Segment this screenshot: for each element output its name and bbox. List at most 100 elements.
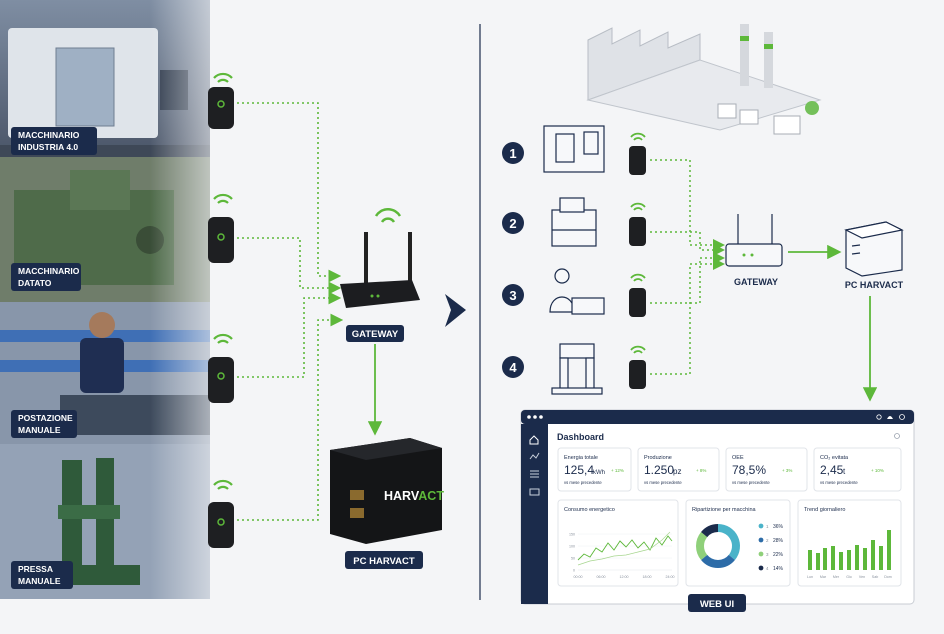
energy-ytick: 100 <box>569 545 575 549</box>
wifi-icon <box>630 273 646 282</box>
donut-legend-num: 3 <box>766 552 769 557</box>
kpi-card-produzione: Produzione 1.250 pz + 8% vs mese precede… <box>637 447 720 492</box>
trend-bar <box>823 548 827 570</box>
wifi-icon <box>213 333 233 344</box>
right-connectors <box>650 159 725 375</box>
settings-gear-icon[interactable] <box>894 433 900 439</box>
trend-day-label: Dom <box>884 575 892 579</box>
label-industria-4-line2: INDUSTRIA 4.0 <box>18 142 78 152</box>
kpi-energia-delta: + 12% <box>611 468 624 473</box>
label-postazione-manuale: POSTAZIONE MANUALE <box>11 410 77 438</box>
right-sensor-3 <box>629 273 646 317</box>
kpi-produzione-note: vs mese precedente <box>644 480 682 485</box>
energy-line-primary <box>577 535 673 561</box>
step-badges: 1 2 3 4 <box>502 142 524 378</box>
donut-slice <box>696 531 708 561</box>
kpi-co2-value: 2,45 <box>820 463 844 477</box>
machine-lineart-4 <box>551 343 603 395</box>
label-industria-4-line1: MACCHINARIO <box>18 130 80 140</box>
machine-lineart-2 <box>551 197 597 247</box>
wifi-icon <box>374 207 402 223</box>
donut-slice <box>717 524 740 561</box>
label-pressa-manuale: PRESSA MANUALE <box>11 561 73 589</box>
kpi-card-oee: OEE 78,5% + 3% vs mese precedente <box>725 447 808 492</box>
wifi-icon <box>630 132 646 141</box>
kpi-produzione-unit: pz <box>673 467 681 476</box>
home-icon[interactable] <box>529 435 539 445</box>
energy-xtick: 24:00 <box>666 575 675 579</box>
trend-bar <box>847 550 851 570</box>
kpi-produzione-delta: + 8% <box>696 468 706 473</box>
machine-lineart-3 <box>549 268 605 315</box>
kpi-card-energia: Energia totale 125,4 kWh + 12% vs mese p… <box>557 447 632 492</box>
wifi-icon <box>630 202 646 211</box>
energy-ytick: 150 <box>569 533 575 537</box>
right-pc-label: PC HARVACT <box>845 280 904 290</box>
donut-legend-pct: 36% <box>773 524 784 530</box>
donut-legend-swatch <box>758 565 764 571</box>
label-postazione-line2: MANUALE <box>18 425 61 435</box>
label-postazione-line1: POSTAZIONE <box>18 413 73 423</box>
trend-chart-title: Trend giornaliero <box>804 507 845 513</box>
kpi-oee-label: OEE <box>732 455 744 461</box>
analytics-icon[interactable] <box>529 452 540 460</box>
trend-bar <box>831 546 835 570</box>
trend-day-label: Sab <box>872 575 878 579</box>
kpi-oee-value: 78,5% <box>732 463 766 477</box>
energy-ytick: 0 <box>573 569 575 573</box>
donut-slice <box>701 524 719 538</box>
donut-legend-pct: 14% <box>773 566 784 572</box>
energy-xtick: 12:00 <box>620 575 629 579</box>
trend-day-label: Mer <box>833 575 840 579</box>
donut-legend-num: 4 <box>766 566 769 571</box>
wifi-icon <box>213 479 233 490</box>
label-pressa-line2: MANUALE <box>18 576 61 586</box>
list-icon[interactable] <box>530 470 539 478</box>
energy-line-secondary <box>577 531 671 566</box>
trend-bar <box>871 540 875 570</box>
label-macchinario-datato: MACCHINARIO DATATO <box>11 263 81 291</box>
step-4: 4 <box>509 360 517 375</box>
trend-day-label: Mar <box>820 575 827 579</box>
kpi-produzione-value: 1.250 <box>644 463 674 477</box>
kpi-energia-unit: kWh <box>593 470 605 476</box>
user-icon[interactable] <box>899 414 905 420</box>
kpi-card-co2: CO₂ evitata 2,45 t + 10% vs mese precede… <box>813 447 902 492</box>
donut-legend-num: 1 <box>766 524 769 529</box>
trend-bar <box>839 552 843 570</box>
kpi-oee-note: vs mese precedente <box>732 480 770 485</box>
donut-chart-title: Ripartizione per macchina <box>692 507 757 513</box>
kpi-co2-label: CO₂ evitata <box>820 455 849 461</box>
right-gateway-device <box>725 214 783 267</box>
web-ui-label-box <box>688 594 746 612</box>
right-sensor-1 <box>629 132 646 175</box>
trend-day-label: Ven <box>859 575 865 579</box>
energy-xtick: 06:00 <box>597 575 606 579</box>
donut-legend-swatch <box>758 537 764 543</box>
flow-arrow-icon <box>445 294 466 327</box>
donut-slice <box>701 554 735 568</box>
donut-legend-pct: 28% <box>773 538 784 544</box>
bell-icon[interactable] <box>887 416 893 419</box>
trend-bar <box>855 545 859 570</box>
notification-icon[interactable] <box>876 414 882 420</box>
kpi-produzione-label: Produzione <box>644 455 672 461</box>
right-pc-device <box>844 221 904 277</box>
machine-lineart-1 <box>543 125 605 173</box>
reports-icon[interactable] <box>529 488 540 496</box>
trend-bar <box>887 530 891 570</box>
donut-legend-pct: 22% <box>773 552 784 558</box>
left-pc-harvact-device: HARVACT <box>330 438 444 544</box>
wifi-icon <box>213 193 233 204</box>
left-sensor-3 <box>208 333 234 403</box>
trend-day-label: Lun <box>807 575 813 579</box>
step-1: 1 <box>509 146 516 161</box>
dashboard-title: Dashboard <box>557 432 604 442</box>
donut-legend-swatch <box>758 551 764 557</box>
step-3: 3 <box>509 288 516 303</box>
donut-legend-num: 2 <box>766 538 769 543</box>
